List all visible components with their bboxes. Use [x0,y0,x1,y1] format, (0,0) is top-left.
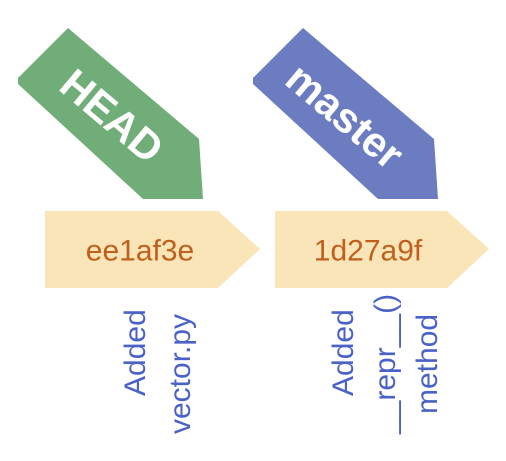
commit-hash: 1d27a9f [314,235,423,268]
commit-message-ee1af3e: Added vector.py [119,309,197,434]
master-pointer: master [253,28,438,199]
head-pointer: HEAD [18,28,203,199]
commit-box [45,211,260,288]
commit-hash: ee1af3e [86,235,194,268]
message-line: Added [327,309,360,396]
message-line: __repr__() [369,294,402,435]
message-line: method [411,314,444,414]
commit-message-1d27a9f: Added __repr__() method [327,294,444,435]
master-pointer-shape [253,28,438,199]
message-line: vector.py [164,314,197,434]
head-pointer-shape [18,28,203,199]
commit-box [275,211,489,288]
message-line: Added [119,309,152,396]
commit-ee1af3e: ee1af3e [45,211,260,288]
commit-1d27a9f: 1d27a9f [275,211,489,288]
